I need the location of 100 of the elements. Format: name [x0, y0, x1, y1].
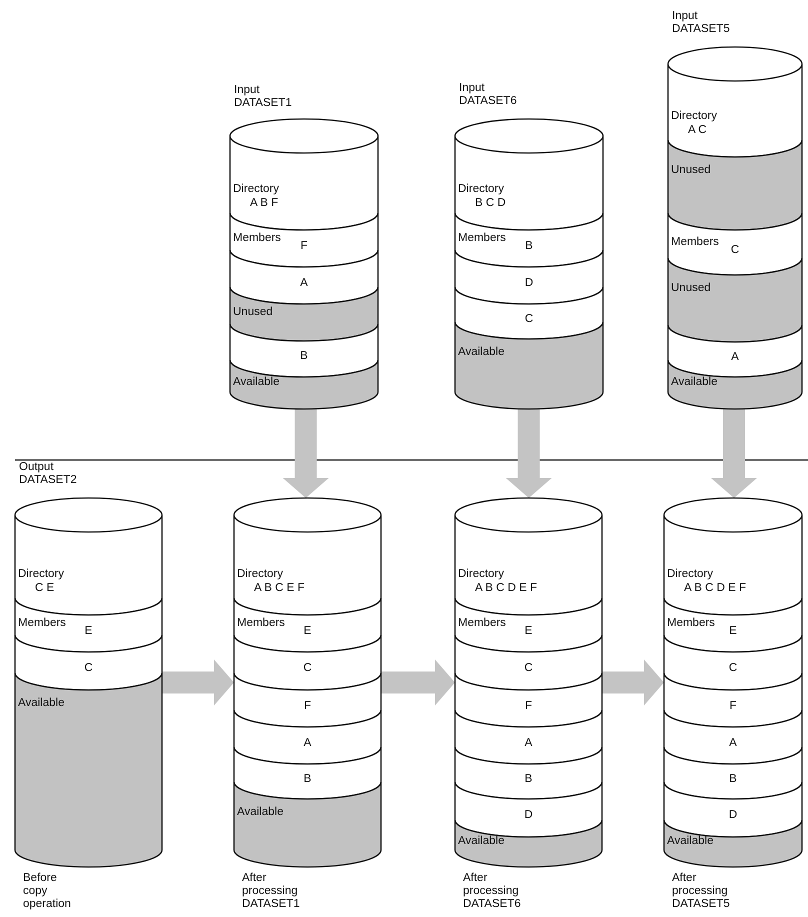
member-segment [455, 710, 602, 764]
section-label: Members [233, 230, 281, 244]
member-names: A B C D E F [475, 581, 537, 595]
member-name: B [302, 772, 312, 786]
caption-text: Before copy operation [23, 872, 71, 912]
member-segment [234, 710, 381, 764]
block-arrow [711, 409, 757, 498]
member-names: C E [35, 581, 54, 595]
member-name: B [299, 349, 309, 364]
shaded-segment [668, 258, 802, 342]
member-name: B [524, 772, 534, 786]
member-segment [455, 673, 602, 727]
member-segment [455, 747, 602, 799]
shaded-segment [668, 360, 802, 409]
member-name: D [524, 276, 534, 290]
member-name: A [302, 736, 312, 750]
member-name: B [728, 772, 738, 786]
member-name: E [84, 624, 94, 638]
member-segment [455, 250, 603, 304]
member-segment [230, 213, 378, 267]
section-label: Available [458, 834, 504, 848]
section-label: Available [667, 834, 714, 848]
section-label: Directory [237, 567, 284, 581]
section-label: Directory [667, 567, 714, 581]
member-segment [668, 213, 802, 275]
member-segment [455, 782, 602, 837]
member-segment [230, 250, 378, 304]
member-name: A [730, 350, 740, 364]
member-segment [230, 119, 378, 230]
section-label: Members [458, 230, 506, 244]
member-segment [234, 635, 381, 690]
member-name: E [524, 624, 534, 638]
member-name: A [299, 276, 309, 290]
dataset-cylinder [664, 498, 802, 867]
shaded-segment [234, 782, 381, 867]
shaded-segment [455, 820, 602, 867]
shaded-segment [230, 360, 378, 409]
dataset-heading: Input DATASET6 [459, 82, 517, 108]
member-names: B C D [475, 196, 506, 210]
member-segment [455, 635, 602, 690]
member-name: E [302, 624, 312, 638]
member-segment [668, 47, 802, 157]
section-label: Unused [671, 163, 711, 177]
member-segment [15, 635, 162, 690]
section-label: Members [667, 616, 715, 630]
member-segment [664, 747, 802, 799]
member-segment [664, 710, 802, 764]
dataset-cylinder [234, 498, 381, 867]
member-segment [230, 324, 378, 377]
member-segment [664, 635, 802, 690]
block-arrow [506, 409, 552, 498]
member-name: C [83, 661, 94, 676]
member-names: A B C E F [254, 581, 304, 595]
section-label: Members [458, 616, 506, 630]
member-name: F [524, 698, 534, 713]
member-names: A B C D E F [684, 581, 746, 595]
member-segment [234, 747, 381, 799]
member-names: A C [688, 123, 707, 137]
block-arrow [381, 660, 455, 706]
shaded-segment [15, 673, 162, 867]
section-label: Unused [671, 281, 711, 295]
block-arrow [162, 660, 234, 706]
member-name: F [302, 698, 312, 713]
section-label: Directory [18, 567, 64, 581]
dataset-heading: Input DATASET1 [234, 84, 292, 110]
section-label: Directory [458, 567, 504, 581]
member-segment [455, 287, 603, 339]
member-name: C [524, 312, 534, 326]
member-segment [455, 213, 603, 267]
section-label: Members [671, 234, 719, 248]
member-name: C [728, 661, 738, 676]
member-name: F [728, 698, 738, 713]
shaded-segment [455, 322, 603, 409]
dataset-heading: Output DATASET2 [19, 461, 77, 488]
member-name: E [728, 624, 738, 638]
section-label: Available [233, 375, 280, 389]
section-label: Directory [458, 182, 504, 196]
member-name: C [302, 661, 313, 676]
member-name: D [523, 808, 534, 822]
dataset-cylinder [455, 498, 602, 867]
member-segment [664, 782, 802, 837]
member-name: F [299, 238, 309, 253]
section-label: Available [671, 375, 718, 389]
member-segment [455, 119, 603, 230]
section-label: Unused [233, 304, 273, 318]
member-segment [234, 673, 381, 727]
section-label: Members [18, 616, 66, 630]
section-label: Directory [233, 182, 280, 196]
member-segment [15, 598, 162, 652]
member-name: A [524, 736, 534, 750]
caption-text: After processing DATASET1 [242, 872, 300, 912]
member-name: D [728, 808, 738, 822]
shaded-segment [668, 140, 802, 230]
member-segment [234, 598, 381, 652]
shaded-segment [230, 287, 378, 341]
member-name: A [728, 736, 738, 750]
block-arrow [602, 660, 664, 706]
member-name: C [730, 242, 740, 257]
block-arrow [282, 409, 329, 498]
member-name: C [523, 661, 534, 676]
